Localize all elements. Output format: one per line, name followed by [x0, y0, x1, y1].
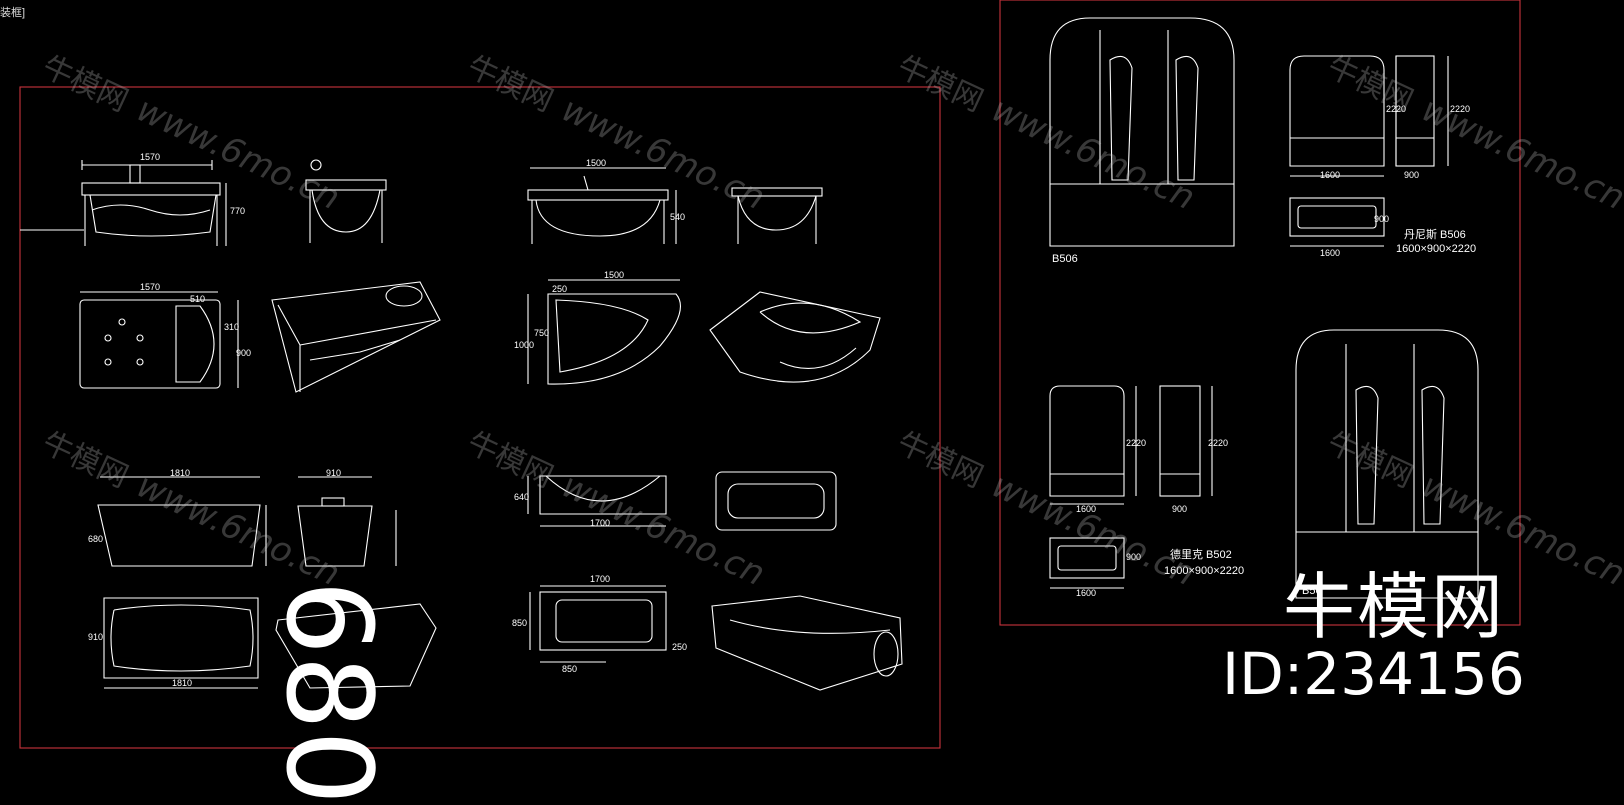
tub5-3d-view [711, 595, 903, 691]
dim-t5-b: 850 [562, 664, 577, 674]
big-overlay-number: 680 [260, 580, 398, 805]
cabin-b502-side [1159, 385, 1213, 497]
dim-b502-h2: 2220 [1208, 438, 1228, 448]
dim-t1-h: 770 [230, 206, 245, 216]
dim-b502-w: 1600 [1076, 504, 1096, 514]
tub2-corner-3d [709, 291, 881, 383]
dim-t3-h: 680 [88, 534, 103, 544]
cabin-b50x-tag: B50 [1302, 585, 1322, 597]
dim-t4-h: 640 [514, 492, 529, 502]
brand-logo-text: 牛模网 [1283, 565, 1506, 649]
tub4-plan [715, 471, 837, 531]
tub2-side-elevation [731, 187, 823, 244]
dim-t2-c3: 1000 [514, 340, 534, 350]
dim-b502-d: 900 [1172, 504, 1187, 514]
dim-t5-len: 1700 [590, 574, 610, 584]
cabin-b506-plan [1289, 197, 1385, 247]
cabin-b50x-3d [1295, 329, 1479, 599]
cabin-b502-name: 德里克 B502 [1170, 547, 1232, 561]
cabin-b502-plan [1049, 537, 1125, 589]
left-sheet-frame [19, 86, 941, 749]
cabin-b506-side [1395, 55, 1449, 167]
cabin-b506-3d [1049, 17, 1235, 247]
dim-t2-c2: 750 [534, 328, 549, 338]
cabin-b502-size: 1600×900×2220 [1164, 565, 1244, 577]
dim-b506-h: 2220 [1386, 104, 1406, 114]
dim-b506-plan-d: 900 [1374, 214, 1389, 224]
tub5-plan [529, 585, 667, 663]
dim-t1-top-len: 1570 [140, 282, 160, 292]
cabin-b506-front [1289, 55, 1397, 177]
frame-label: 装框] [0, 7, 26, 19]
dim-b506-h2: 2220 [1450, 104, 1470, 114]
cad-drawing-canvas[interactable]: 1570 770 1570 510 310 900 1500 540 1500 … [0, 0, 1624, 767]
dim-t1-w1: 510 [190, 294, 205, 304]
dim-t1-w2: 310 [224, 322, 239, 332]
tub4-elevation [527, 475, 667, 527]
dim-t3-plan-w: 910 [88, 632, 103, 642]
tub3-3d-view [275, 603, 437, 689]
dim-t5-w: 850 [512, 618, 527, 628]
tub1-front-elevation [20, 160, 227, 246]
dim-t4-len: 1700 [590, 518, 610, 528]
dim-t5-a: 250 [672, 642, 687, 652]
tub2-front-elevation [527, 167, 677, 244]
right-sheet-frame [999, 0, 1521, 626]
dim-t2-len: 1500 [586, 158, 606, 168]
dim-t1-len: 1570 [140, 152, 160, 162]
model-id-label: ID:234156 [1222, 640, 1525, 708]
tub1-3d-view [271, 281, 441, 393]
cabin-b502-front [1049, 385, 1137, 505]
dim-t2-h: 540 [670, 212, 685, 222]
dim-t3-plan-len: 1810 [172, 678, 192, 688]
tub2-corner-plan [527, 279, 681, 385]
cabin-b506-name: 丹尼斯 B506 [1404, 228, 1466, 241]
dim-t3-w: 910 [326, 468, 341, 478]
tub3-side-elevation [297, 476, 397, 567]
dim-b502-plan-w: 1600 [1076, 588, 1096, 598]
tub3-front-elevation [97, 476, 267, 567]
dim-t2-top-len: 1500 [604, 270, 624, 280]
dim-t1-w3: 900 [236, 348, 251, 358]
dim-b506-plan-w: 1600 [1320, 248, 1340, 258]
dim-b506-w: 1600 [1320, 170, 1340, 180]
cabin-b506-tag: B506 [1052, 253, 1078, 265]
dim-t2-c1: 250 [552, 284, 567, 294]
tub3-plan [103, 597, 259, 689]
dim-t3-len: 1810 [170, 468, 190, 478]
dim-b502-h: 2220 [1126, 438, 1146, 448]
tub1-side-elevation [305, 159, 387, 243]
dim-b502-plan-d: 900 [1126, 552, 1141, 562]
dim-b506-d: 900 [1404, 170, 1419, 180]
tub1-plan [79, 291, 239, 389]
cabin-b506-size: 1600×900×2220 [1396, 243, 1476, 255]
